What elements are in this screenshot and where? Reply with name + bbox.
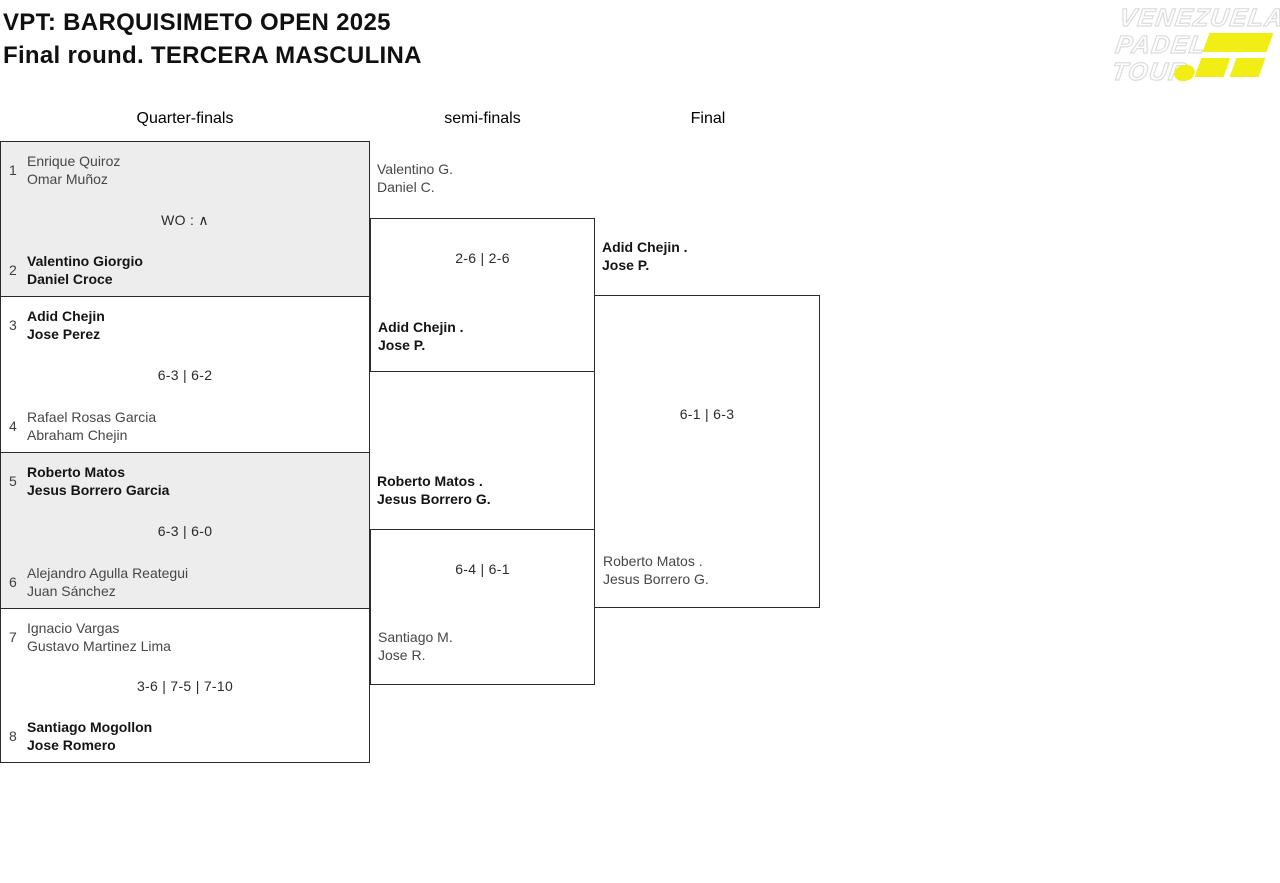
player-name: Jose Romero xyxy=(27,737,116,753)
team-enrique-quiroz-omar-munoz: Enrique Quiroz Omar Muñoz xyxy=(27,152,120,188)
round-category-subtitle: Final round. TERCERA MASCULINA xyxy=(3,42,422,69)
player-name: Adid Chejin . xyxy=(378,319,464,335)
player-name: Omar Muñoz xyxy=(27,171,108,187)
player-name: Abraham Chejin xyxy=(27,427,128,443)
match-score: 3-6 | 7-5 | 7-10 xyxy=(136,678,234,694)
player-name: Roberto Matos . xyxy=(603,553,703,569)
match-score: WO : ∧ xyxy=(161,212,209,228)
match-score: 6-3 | 6-2 xyxy=(157,367,213,383)
semifinal-2-top-team: Roberto Matos . Jesus Borrero G. xyxy=(377,472,491,508)
seed-number: 2 xyxy=(9,262,17,278)
final-bottom-team: Roberto Matos . Jesus Borrero G. xyxy=(603,552,709,588)
quarterfinal-match-2: 3 Adid Chejin Jose Perez 6-3 | 6-2 4 Raf… xyxy=(0,296,370,453)
match-score: 6-3 | 6-0 xyxy=(157,523,213,539)
semifinal-1-top-team: Valentino G. Daniel C. xyxy=(377,160,453,196)
player-name: Juan Sánchez xyxy=(27,583,116,599)
final-match: 6-1 | 6-3 Roberto Matos . Jesus Borrero … xyxy=(594,295,820,608)
match-score: 6-1 | 6-3 xyxy=(679,406,735,422)
player-name: Gustavo Martinez Lima xyxy=(27,638,171,654)
player-name: Valentino Giorgio xyxy=(27,253,143,269)
semifinal-match-2: 6-4 | 6-1 Santiago M. Jose R. xyxy=(370,529,595,685)
player-name: Ignacio Vargas xyxy=(27,620,120,636)
player-name: Roberto Matos . xyxy=(377,473,483,489)
player-name: Valentino G. xyxy=(377,161,454,177)
semifinal-match-1: 2-6 | 2-6 Adid Chejin . Jose P. xyxy=(370,218,595,372)
quarterfinal-match-4: 7 Ignacio Vargas Gustavo Martinez Lima 3… xyxy=(0,608,370,763)
team-adid-chejin-jose-perez: Adid Chejin Jose Perez xyxy=(27,307,105,343)
match-score: 6-4 | 6-1 xyxy=(455,561,510,577)
player-name: Roberto Matos xyxy=(27,464,125,480)
seed-number: 4 xyxy=(9,418,17,434)
match-score: 2-6 | 2-6 xyxy=(455,250,510,266)
player-name: Jesus Borrero G. xyxy=(377,491,491,507)
column-header-final: Final xyxy=(690,110,726,127)
team-santiago-mogollon-jose-romero: Santiago Mogollon Jose Romero xyxy=(27,718,152,754)
team-ignacio-vargas-gustavo-martinez: Ignacio Vargas Gustavo Martinez Lima xyxy=(27,619,171,655)
player-name: Jose P. xyxy=(602,257,650,273)
team-roberto-matos-jesus-borrero: Roberto Matos Jesus Borrero Garcia xyxy=(27,463,169,499)
semifinal-1-bottom-team: Adid Chejin . Jose P. xyxy=(378,318,464,354)
player-name: Jose P. xyxy=(378,337,426,353)
quarterfinal-match-3: 5 Roberto Matos Jesus Borrero Garcia 6-3… xyxy=(0,452,370,609)
final-top-team: Adid Chejin . Jose P. xyxy=(602,238,688,274)
player-name: Daniel Croce xyxy=(27,271,113,287)
seed-number: 1 xyxy=(9,162,17,178)
player-name: Adid Chejin . xyxy=(602,239,688,255)
tournament-title: VPT: BARQUISIMETO OPEN 2025 xyxy=(3,9,391,36)
logo-stripe-large-icon xyxy=(1202,33,1274,52)
column-header-semifinals: semi-finals xyxy=(444,110,521,127)
seed-number: 7 xyxy=(9,629,17,645)
player-name: Santiago M. xyxy=(378,629,453,645)
player-name: Rafael Rosas Garcia xyxy=(27,409,157,425)
page-title: VPT: BARQUISIMETO OPEN 2025 Final round.… xyxy=(3,6,422,72)
team-valentino-giorgio-daniel-croce: Valentino Giorgio Daniel Croce xyxy=(27,252,143,288)
player-name: Jose Perez xyxy=(27,326,101,342)
team-rafael-rosas-abraham-chejin: Rafael Rosas Garcia Abraham Chejin xyxy=(27,408,156,444)
player-name: Adid Chejin xyxy=(27,308,105,324)
player-name: Jesus Borrero G. xyxy=(603,571,709,587)
player-name: Daniel C. xyxy=(377,179,435,195)
seed-number: 3 xyxy=(9,317,17,333)
player-name: Alejandro Agulla Reategui xyxy=(27,565,189,581)
player-name: Santiago Mogollon xyxy=(27,719,153,735)
seed-number: 5 xyxy=(9,473,17,489)
player-name: Enrique Quiroz xyxy=(27,153,121,169)
logo-line-venezuela: VENEZUELA xyxy=(1117,3,1280,32)
seed-number: 6 xyxy=(9,574,17,590)
player-name: Jose R. xyxy=(378,647,426,663)
semifinal-2-bottom-team: Santiago M. Jose R. xyxy=(378,628,453,664)
team-alejandro-agulla-juan-sanchez: Alejandro Agulla Reategui Juan Sánchez xyxy=(27,564,188,600)
quarterfinal-match-1: 1 Enrique Quiroz Omar Muñoz WO : ∧ 2 Val… xyxy=(0,141,370,297)
column-header-quarterfinals: Quarter-finals xyxy=(136,110,234,127)
player-name: Jesus Borrero Garcia xyxy=(27,482,170,498)
seed-number: 8 xyxy=(9,728,17,744)
